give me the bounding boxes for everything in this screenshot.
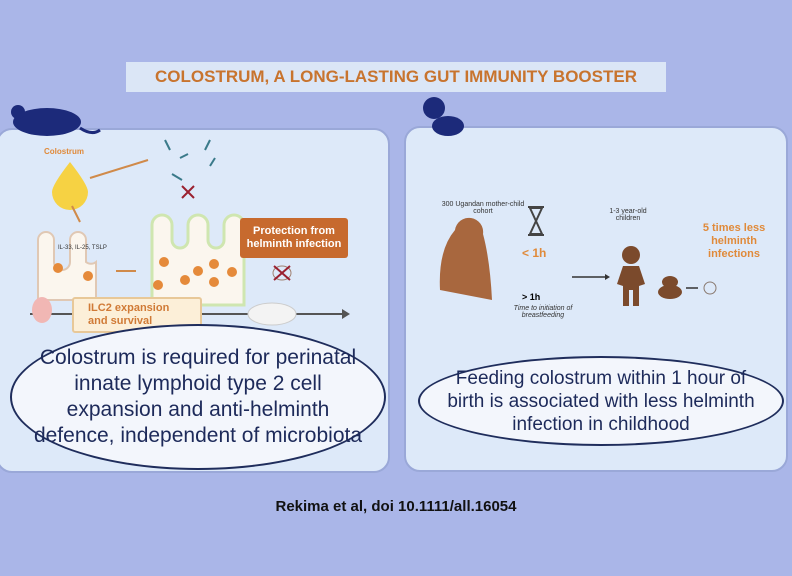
left-summary: Colostrum is required for perinatal inna… (10, 324, 386, 470)
cytokines-label: IL-33, IL-25, TSLP (58, 245, 107, 251)
baby-icon (423, 97, 464, 136)
arrow-icon (89, 159, 149, 179)
protection-box: Protection from helminth infection (240, 218, 348, 258)
time-label: Time to initiation of breastfeeding (513, 305, 573, 319)
children-label: 1-3 year-old children (609, 208, 647, 222)
cohort-label: 300 Ugandan mother-child cohort (441, 201, 525, 215)
result-label: 5 times less helminth infections (702, 222, 766, 260)
adult-mouse-icon (247, 302, 297, 326)
helminth-icon (703, 281, 717, 295)
gt-1h-label: > 1h (522, 292, 541, 302)
helminth-crossed-icon (272, 265, 292, 281)
cross-icon (181, 185, 195, 199)
microbiota-icon (164, 139, 216, 181)
colostrum-drop-icon (52, 162, 88, 210)
citation: Rekima et al, doi 10.1111/all.16054 (275, 498, 517, 515)
figure-title: COLOSTRUM, A LONG-LASTING GUT IMMUNITY B… (126, 62, 666, 92)
cohort-diagram (439, 206, 717, 306)
mouse-icon (11, 105, 101, 136)
pup-icon (32, 297, 52, 323)
mother-child-icon (439, 217, 492, 300)
stool-icon (658, 285, 682, 299)
colostrum-label: Colostrum (44, 147, 84, 156)
right-summary: Feeding colostrum within 1 hour of birth… (418, 356, 784, 446)
lt-1h-label: < 1h (522, 246, 547, 260)
child-icon (622, 246, 640, 264)
